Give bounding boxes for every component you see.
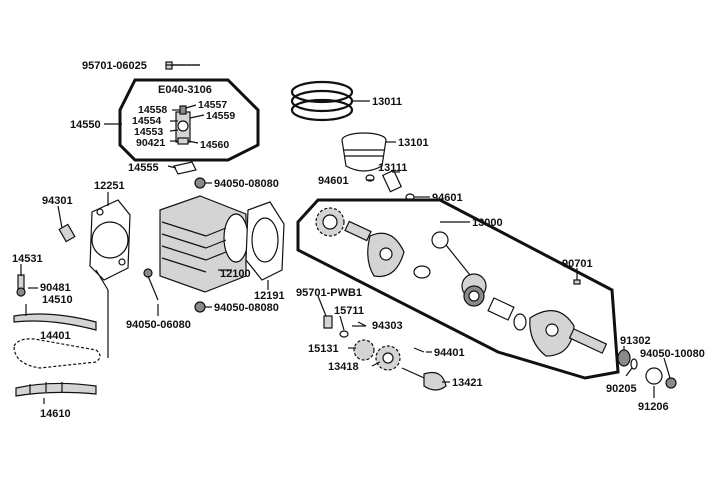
label-94301: 94301 (42, 195, 73, 207)
label-95701-PWB1: 95701-PWB1 (296, 287, 362, 299)
bolt-94050-06080 (143, 268, 159, 301)
valve-assembly (175, 105, 191, 145)
crank-gear (315, 207, 345, 237)
nut-94050-08080-b (194, 301, 206, 313)
label-14557: 14557 (198, 99, 227, 111)
label-12191: 12191 (254, 290, 285, 302)
cylinder-head-group-outline (118, 78, 260, 162)
base-gasket-12191 (245, 201, 285, 281)
label-94050-10080: 94050-10080 (640, 348, 705, 360)
pin-94401 (413, 347, 425, 353)
piston-pin-13111 (381, 169, 403, 193)
pin-94303 (357, 321, 367, 327)
label-12100: 12100 (220, 268, 251, 280)
label-14555: 14555 (128, 162, 159, 174)
gear-15131 (353, 339, 375, 361)
bolt-95701-PWB1 (323, 315, 333, 329)
clip-90205 (630, 358, 638, 370)
label-90421: 90421 (136, 137, 165, 149)
head-gasket-12251 (89, 199, 131, 281)
label-90481: 90481 (40, 282, 71, 294)
key-90701 (573, 279, 581, 285)
label-14531: 14531 (12, 253, 43, 265)
circlip-94601-a (365, 174, 375, 182)
label-14554: 14554 (132, 115, 161, 127)
label-13421: 13421 (452, 377, 483, 389)
piston-rings-13011 (290, 80, 354, 122)
label-14401: 14401 (40, 330, 71, 342)
label-94050-06080: 94050-06080 (126, 319, 191, 331)
label-13000: 13000 (472, 217, 503, 229)
label-13111: 13111 (378, 162, 407, 174)
part-labels: 95701-06025 E040-3106 14550 14558 14557 … (12, 60, 705, 420)
crankshaft-group-outline (296, 198, 620, 380)
washer-15711 (339, 330, 349, 338)
label-12251: 12251 (94, 180, 125, 192)
balancer-shaft-13421 (401, 367, 447, 391)
gear-13418 (375, 345, 401, 371)
gasket-14555 (173, 161, 197, 175)
label-90701: 90701 (562, 258, 593, 270)
cylinder-block-12100 (159, 195, 249, 293)
crank-pin (487, 297, 515, 321)
label-13418: 13418 (328, 361, 359, 373)
label-94601-a: 94601 (318, 175, 349, 187)
label-14510: 14510 (42, 294, 73, 306)
cam-chain-14401 (13, 338, 101, 369)
bushing-91206 (645, 367, 663, 385)
chain-guide-14610 (15, 382, 97, 397)
oil-seal-91302 (617, 349, 631, 367)
label-94050-08080-b: 94050-08080 (214, 302, 279, 314)
crank-right-half (529, 310, 608, 357)
label-94401: 94401 (434, 347, 465, 359)
label-94601-b: 94601 (432, 192, 463, 204)
chain-guide-14510 (13, 313, 97, 331)
nut-94050-10080 (665, 377, 677, 389)
label-14560: 14560 (200, 139, 229, 151)
crank-left-half (344, 220, 405, 278)
label-14610: 14610 (40, 408, 71, 420)
label-90205: 90205 (606, 383, 637, 395)
label-14558: 14558 (138, 104, 167, 116)
label-94303: 94303 (372, 320, 403, 332)
label-E040-3106: E040-3106 (158, 84, 212, 96)
label-14553: 14553 (134, 126, 163, 138)
label-14559: 14559 (206, 110, 235, 122)
label-14550: 14550 (70, 119, 101, 131)
label-94050-08080-a: 94050-08080 (214, 178, 279, 190)
label-13011: 13011 (372, 96, 402, 108)
label-91206: 91206 (638, 401, 669, 413)
thrust-washer (413, 265, 431, 279)
bearing (463, 285, 485, 307)
label-91302: 91302 (620, 335, 651, 347)
label-13101: 13101 (398, 137, 429, 149)
label-95701-06025: 95701-06025 (82, 60, 147, 72)
crank-washer (513, 313, 527, 331)
leader-lines (20, 64, 671, 404)
piston-13101 (341, 132, 387, 172)
bolt-14531 (16, 274, 26, 297)
label-15131: 15131 (308, 343, 339, 355)
dowel-94301 (58, 223, 76, 243)
nut-94050-08080-a (194, 177, 206, 189)
label-15711: 15711 (334, 305, 364, 317)
